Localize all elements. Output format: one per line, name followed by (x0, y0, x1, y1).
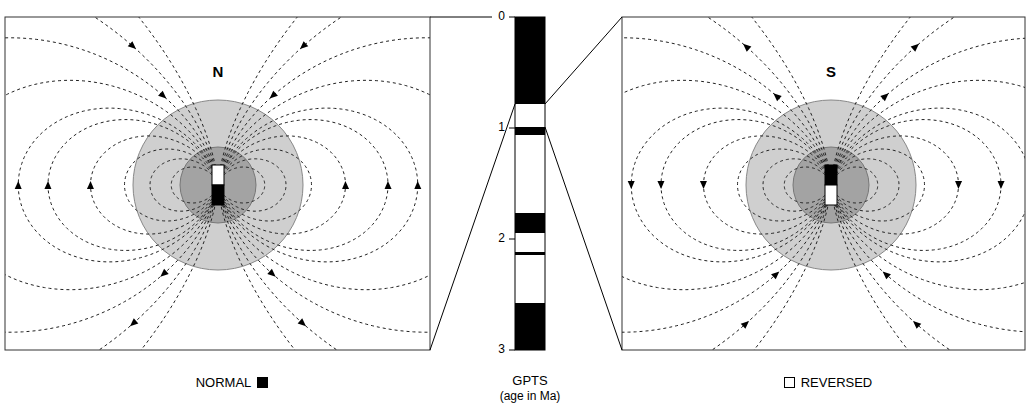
field-arrow (128, 318, 139, 329)
zoom-line (430, 17, 622, 350)
field-line (622, 38, 831, 332)
age-tick: 0 (498, 10, 505, 23)
field-arrow (628, 181, 635, 189)
gpts-column (509, 17, 545, 350)
field-line (831, 17, 1025, 350)
field-arrow (911, 41, 922, 52)
field-line (218, 17, 430, 350)
field-arrow (298, 318, 309, 329)
magnet-bottom (212, 185, 224, 205)
age-tick: 1 (498, 121, 505, 134)
legend-swatch (784, 377, 795, 388)
magnet-top (825, 165, 837, 185)
legend-item: NORMAL (196, 375, 269, 390)
field-arrow (880, 269, 891, 280)
field-line (125, 149, 219, 221)
field-arrow (87, 181, 94, 189)
legend-item: REVERSED (784, 375, 873, 390)
age-tick: 3 (498, 343, 505, 356)
field-arrow (44, 181, 51, 189)
field-line (218, 108, 418, 262)
field-arrow (267, 269, 278, 280)
age-tick: 2 (498, 232, 505, 245)
field-line (831, 120, 1001, 251)
reversed-panel (622, 17, 1025, 350)
field-arrow (128, 41, 139, 52)
field-arrow (267, 91, 278, 102)
field-line (18, 108, 218, 262)
field-line (622, 17, 831, 350)
earth-core (793, 147, 869, 223)
field-arrow (158, 269, 169, 280)
legend-swatch (257, 377, 268, 388)
field-line (5, 17, 218, 350)
field-line (622, 17, 831, 350)
column-title: GPTS (512, 374, 547, 388)
field-arrow (414, 181, 421, 189)
field-line (622, 80, 831, 289)
field-line (831, 136, 959, 234)
field-line (661, 120, 831, 251)
field-arrow (298, 41, 309, 52)
field-arrow (15, 181, 22, 189)
field-arrow (741, 318, 752, 329)
magnet-top (212, 165, 224, 185)
field-line (831, 38, 1025, 332)
pole-label: N (211, 64, 226, 81)
field-arrow (342, 181, 349, 189)
earth-mantle (746, 100, 916, 270)
field-line (5, 17, 218, 350)
field-line (91, 136, 219, 234)
field-arrow (700, 181, 707, 189)
field-line (831, 149, 925, 221)
earth-core (180, 147, 256, 223)
field-arrow (771, 269, 782, 280)
earth-mantle (133, 100, 303, 270)
axis-unit: (age in Ma) (500, 390, 561, 403)
field-line (5, 80, 218, 289)
field-line (48, 120, 218, 251)
field-line (218, 17, 430, 350)
legend-text: REVERSED (801, 375, 873, 390)
field-arrow (158, 91, 169, 102)
field-arrow (955, 181, 962, 189)
field-arrow (911, 318, 922, 329)
field-line (218, 38, 430, 332)
field-arrow (880, 91, 891, 102)
field-line (704, 136, 832, 234)
field-arrow (384, 181, 391, 189)
field-arrow (997, 181, 1004, 189)
field-arrow (741, 41, 752, 52)
legend-text: NORMAL (196, 375, 252, 390)
magnet-bottom (825, 185, 837, 205)
field-arrow (657, 181, 664, 189)
field-line (218, 80, 430, 289)
field-line (218, 149, 312, 221)
field-line (218, 120, 388, 251)
field-line (738, 149, 832, 221)
field-line (218, 136, 346, 234)
normal-panel (5, 17, 430, 350)
field-line (631, 108, 831, 262)
field-line (5, 38, 218, 332)
pole-label: S (824, 64, 838, 81)
field-arrow (771, 91, 782, 102)
field-line (831, 17, 1025, 350)
